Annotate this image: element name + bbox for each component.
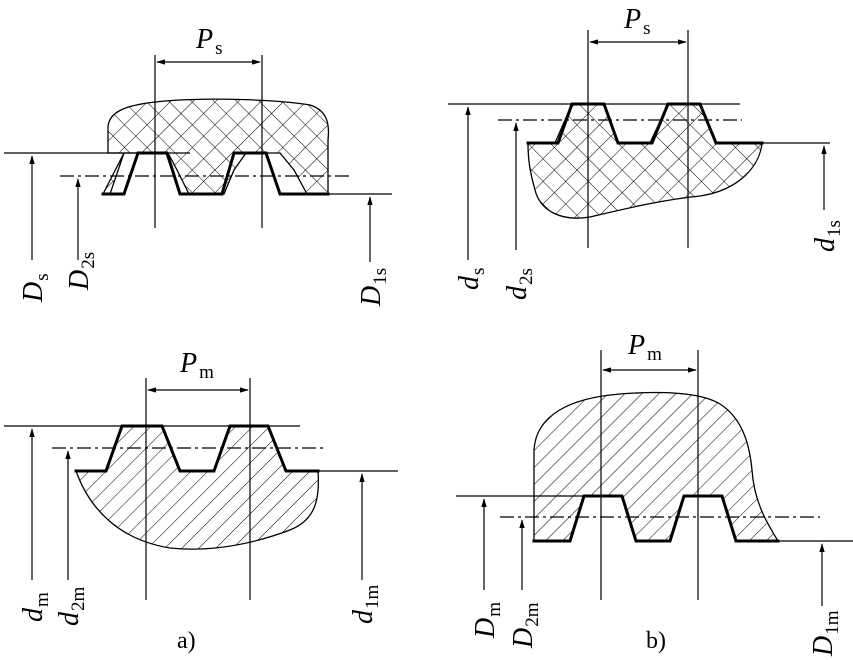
- thread-profile-top-right: [526, 102, 764, 145]
- dim-label-d-1s: d1s: [810, 220, 845, 252]
- caption-b: b): [646, 628, 666, 654]
- dim-label-D-2m: D2m: [508, 602, 543, 649]
- dim-label-D-m: Dm: [470, 602, 505, 639]
- thread-profile-bottom-right: [532, 494, 780, 543]
- dim-label-D-2s: D2s: [64, 252, 99, 291]
- workpiece-body-bottom-left: [75, 425, 320, 550]
- dim-label-D-s: Ds: [18, 273, 53, 303]
- dim-label-D-1s: D1s: [356, 268, 391, 307]
- thread-profile-top-left: [101, 151, 330, 196]
- gauge-body-top-left: [101, 98, 330, 195]
- workpiece-body-top-right: [527, 103, 763, 219]
- dim-label-d-2m: d2m: [54, 587, 89, 627]
- dim-label-d-s: ds: [454, 268, 489, 290]
- dim-label-D-1m: D1m: [808, 610, 843, 657]
- caption-a: a): [177, 628, 196, 654]
- dim-label-d-1m: d1m: [348, 585, 383, 625]
- dim-label-d-m: dm: [18, 592, 53, 622]
- dim-label-d-2s: d2s: [502, 268, 537, 300]
- workpiece-body-bottom-right: [533, 391, 780, 542]
